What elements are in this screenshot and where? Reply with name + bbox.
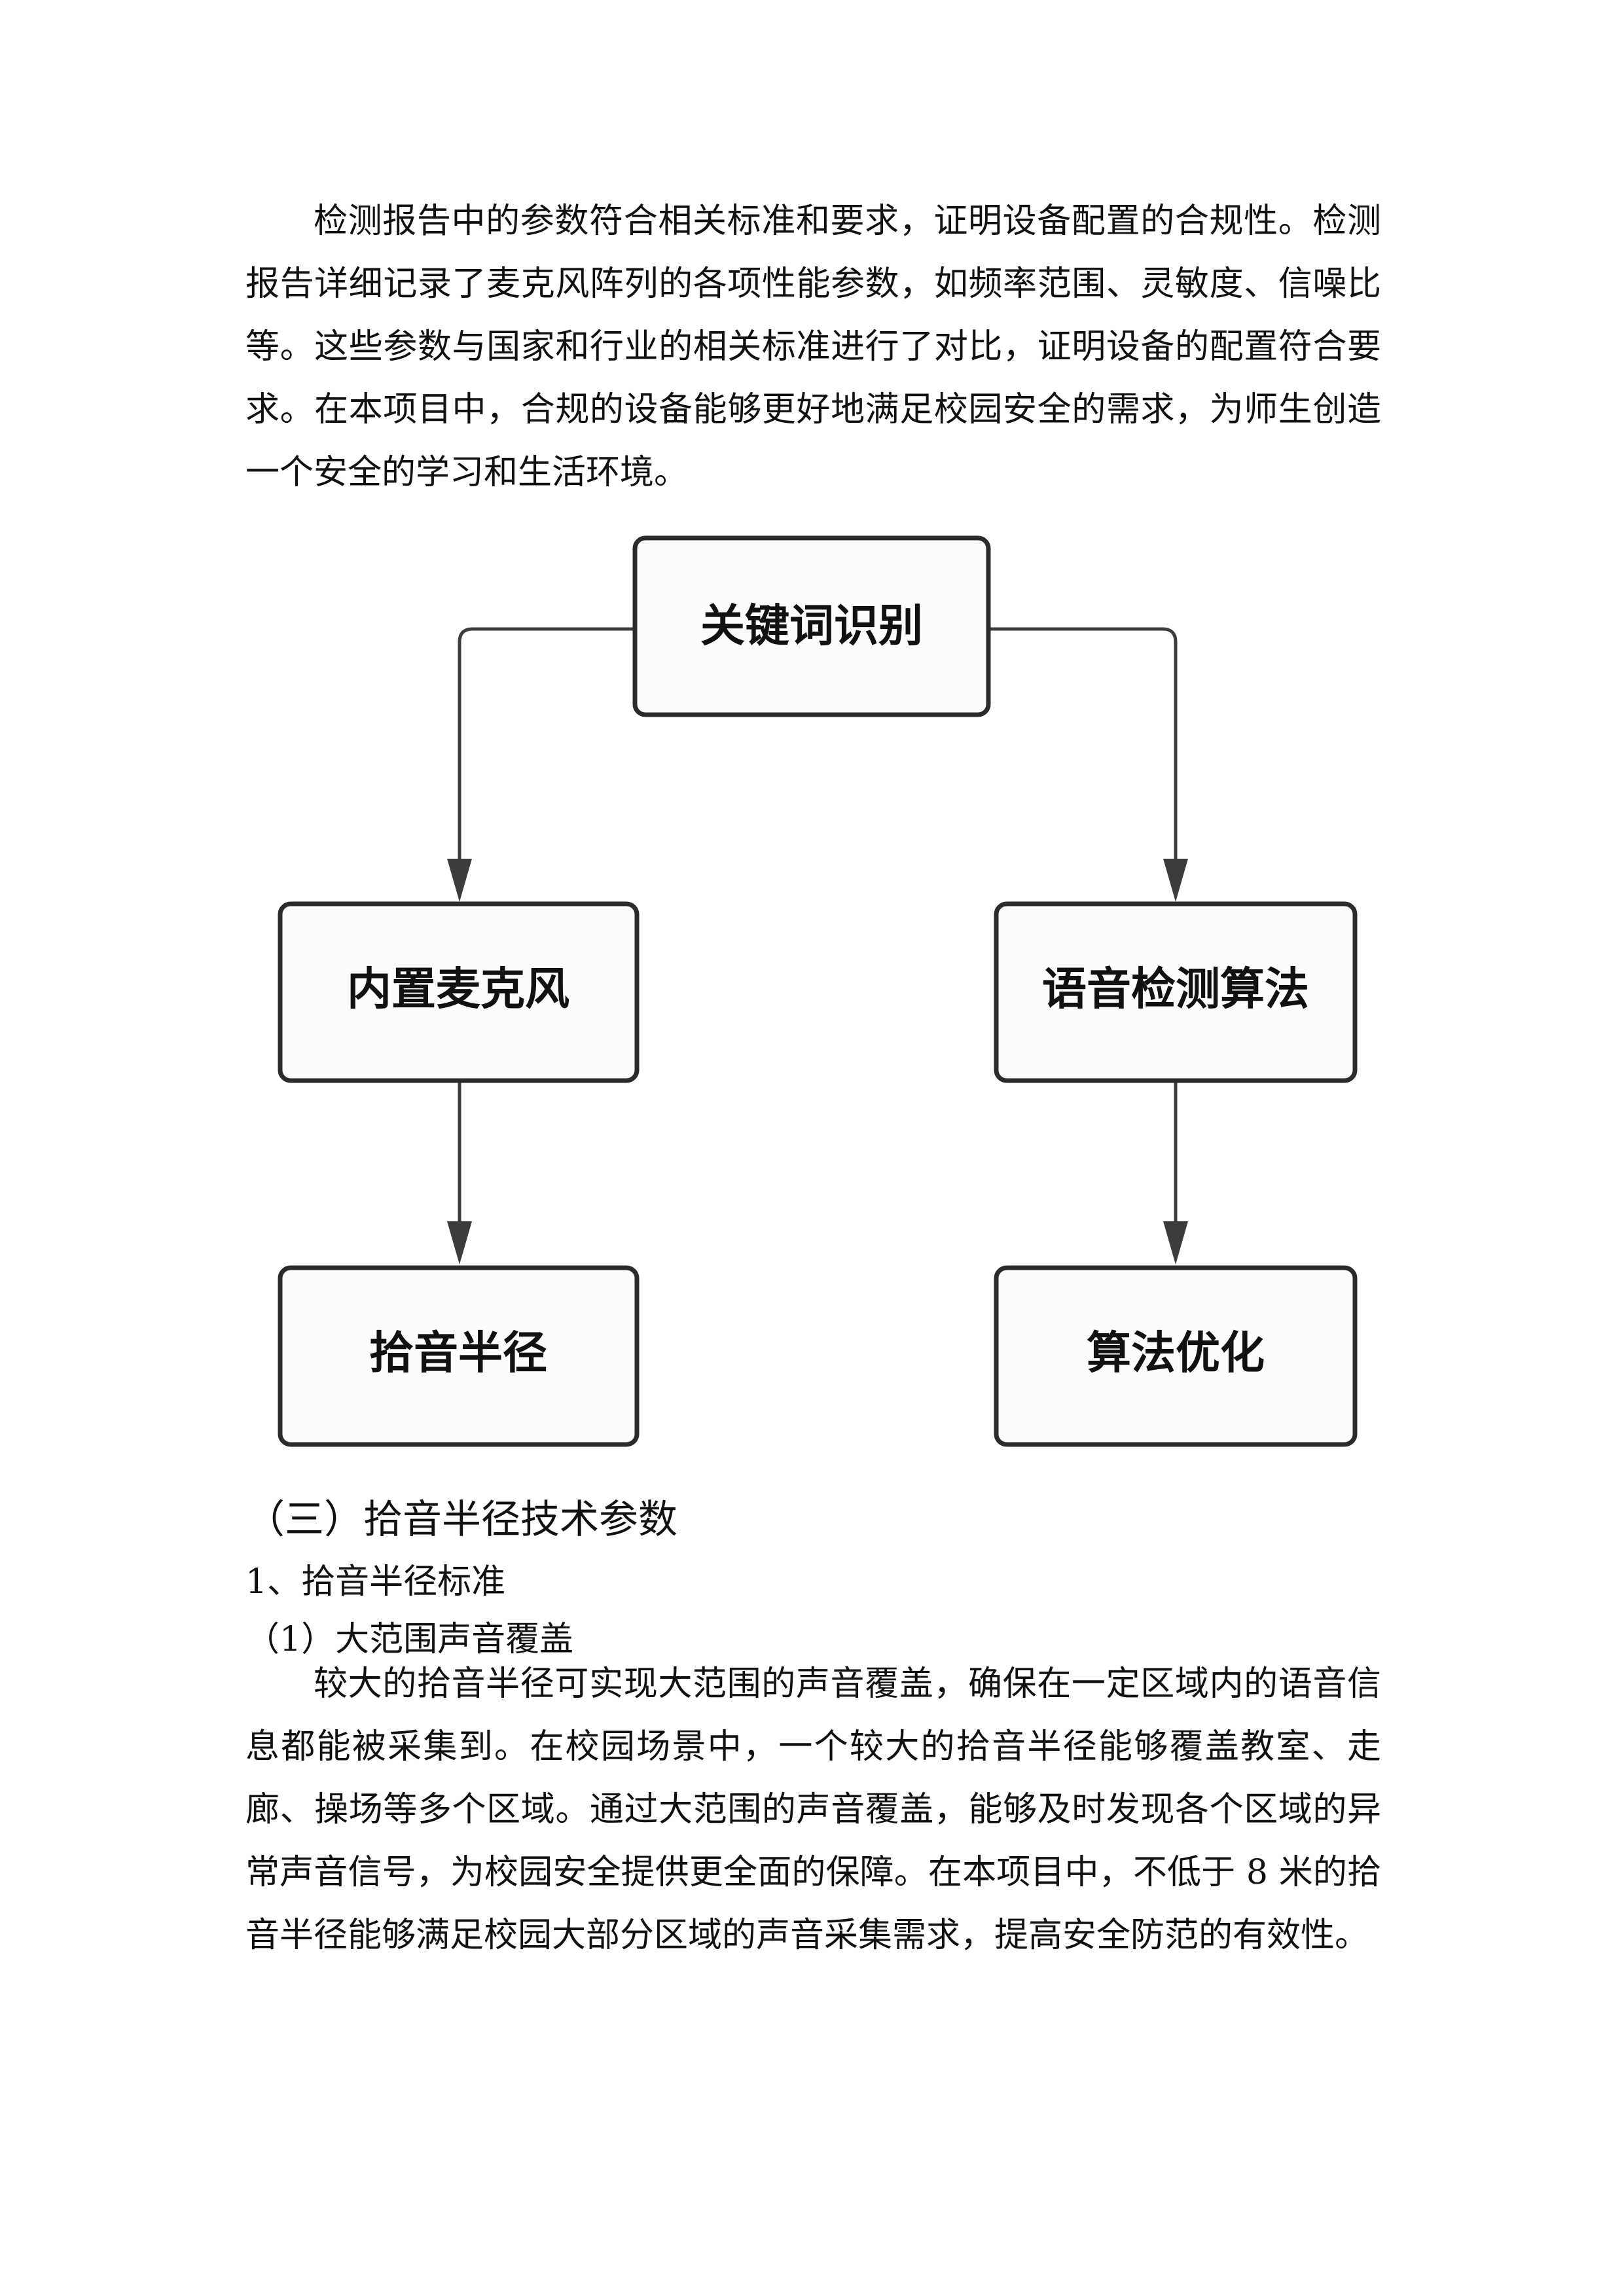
node-root-label: 关键词识别 (700, 601, 923, 653)
subsection-heading: 1、拾音半径标准 (245, 1562, 506, 1602)
node-right-child-label: 算法优化 (1087, 1328, 1265, 1380)
node-left-child-label: 拾音半径 (369, 1328, 547, 1380)
coverage-paragraph: 较大的拾音半径可实现大范围的声音覆盖，确保在一定区域内的语音信息都能被采集到。在… (245, 1664, 1381, 1955)
node-left-label: 内置麦克风 (347, 964, 569, 1016)
arrowhead-right-child (1163, 1221, 1188, 1265)
node-left: 内置麦克风 (278, 901, 640, 1083)
node-right: 语音检测算法 (994, 901, 1358, 1083)
edge-root-to-right (988, 627, 1178, 859)
node-right-label: 语音检测算法 (1042, 964, 1309, 1016)
section-heading: （三）拾音半径技术参数 (245, 1497, 677, 1543)
arrowhead-left-child (447, 1221, 472, 1265)
edge-root-to-left (458, 627, 635, 859)
arrowhead-left (447, 859, 472, 902)
node-root: 关键词识别 (632, 535, 991, 717)
node-right-child: 算法优化 (994, 1265, 1358, 1447)
arrowhead-right (1163, 859, 1188, 902)
intro-paragraph: 检测报告中的参数符合相关标准和要求，证明设备配置的合规性。检测报告详细记录了麦克… (245, 202, 1381, 492)
sub-subsection-heading: （1）大范围声音覆盖 (245, 1620, 574, 1659)
node-left-child: 拾音半径 (278, 1265, 640, 1447)
